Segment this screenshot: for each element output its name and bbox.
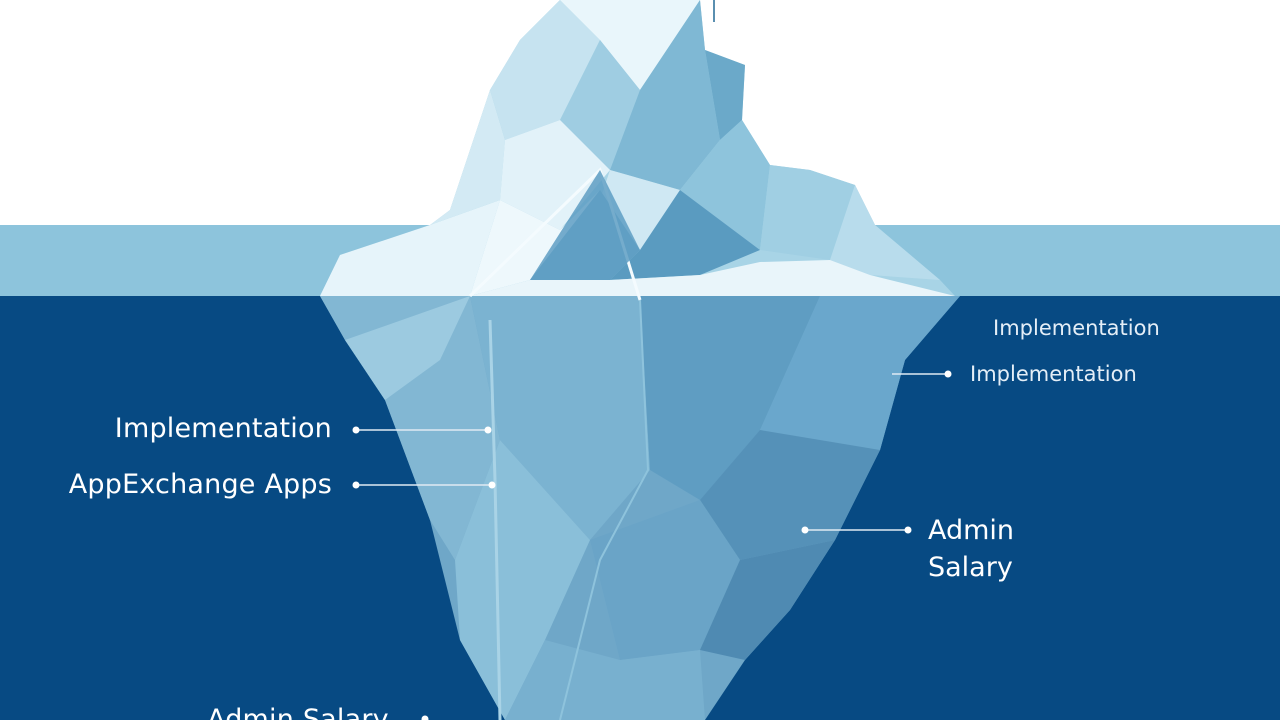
connector-bottom — [421, 715, 429, 720]
callout-left-implementation: Implementation — [114, 413, 332, 444]
iceberg-underwater — [320, 296, 960, 720]
callout-right-admin-salary: Admin Salary — [928, 515, 1015, 583]
top-tick — [713, 0, 715, 22]
callout-bottom-admin-salary: Admin Salary — [207, 704, 389, 720]
callout-left-appexchange-apps: AppExchange Apps — [68, 469, 332, 500]
connector-right-3 — [801, 526, 912, 534]
connector-right-2 — [892, 370, 952, 378]
connector-left-2 — [352, 481, 496, 489]
iceberg-above — [320, 0, 955, 301]
callout-right-implementation-1: Implementation — [993, 316, 1160, 340]
callout-connectors — [352, 370, 952, 720]
connector-left-1 — [352, 426, 492, 434]
callout-right-implementation-2: Implementation — [970, 362, 1137, 386]
